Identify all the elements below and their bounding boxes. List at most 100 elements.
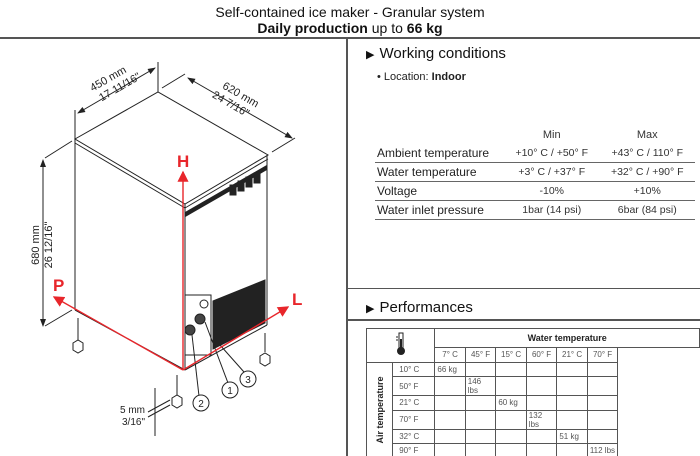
performance-cell: 146 lbs bbox=[464, 376, 497, 396]
subtitle-value: 66 kg bbox=[406, 20, 443, 36]
column-divider bbox=[346, 37, 348, 456]
performance-cell: 66 kg bbox=[434, 361, 466, 377]
performances-top-rule bbox=[347, 288, 700, 289]
foot-nut-icon bbox=[259, 352, 271, 367]
vent-grille-top bbox=[185, 165, 267, 217]
working-conditions-title: ▶Working conditions bbox=[366, 45, 506, 62]
performance-cell bbox=[525, 395, 558, 411]
performance-cell bbox=[525, 376, 558, 396]
working-conditions-label: Working conditions bbox=[379, 45, 506, 62]
water-inlet-connector bbox=[184, 324, 196, 336]
performance-cell bbox=[525, 428, 558, 444]
performance-cell bbox=[586, 395, 619, 411]
callout-1-label: 1 bbox=[227, 386, 233, 397]
foot-nut-icon bbox=[171, 394, 183, 409]
performance-cell: 132 lbs bbox=[525, 409, 558, 430]
water-col: 70° F bbox=[586, 347, 619, 363]
row-min: +10° C / +50° F bbox=[504, 144, 600, 163]
triangle-bullet-icon: ▶ bbox=[366, 303, 375, 315]
location-value: Indoor bbox=[431, 71, 466, 83]
water-col: 60° F bbox=[525, 347, 558, 363]
performance-cell bbox=[464, 409, 497, 430]
col-min: Min bbox=[542, 129, 561, 141]
row-max: +32° C / +90° F bbox=[599, 162, 695, 182]
thermometer-icon bbox=[395, 332, 405, 356]
performances-label: Performances bbox=[379, 299, 473, 316]
row-min: +3° C / +37° F bbox=[504, 162, 600, 182]
axis-h-label: H bbox=[177, 152, 189, 171]
callout-2 bbox=[192, 394, 210, 412]
performance-cell bbox=[495, 361, 527, 377]
performance-cell bbox=[556, 361, 588, 377]
performance-cell bbox=[556, 409, 588, 430]
performance-cell bbox=[434, 376, 466, 396]
performance-table: Water temperature 7° C 45° F 15° C 60° F… bbox=[365, 328, 700, 456]
axis-p-label: P bbox=[53, 276, 64, 295]
water-col: 45° F bbox=[464, 347, 497, 363]
water-col: 7° C bbox=[434, 347, 466, 363]
foot-nut-icon bbox=[72, 339, 84, 354]
callout-1 bbox=[221, 381, 239, 399]
callout-3 bbox=[239, 370, 257, 388]
page-subtitle: Daily production up to 66 kg bbox=[0, 20, 700, 36]
performance-cell bbox=[556, 395, 588, 411]
water-col: 15° C bbox=[495, 347, 527, 363]
location-line: • Location: Indoor bbox=[377, 71, 466, 83]
performance-cell bbox=[464, 443, 497, 456]
performance-cell bbox=[495, 376, 527, 396]
performance-cell bbox=[586, 376, 619, 396]
thermometer-cell bbox=[365, 328, 436, 363]
drain-connector bbox=[194, 313, 206, 325]
feet-in: 3/16" bbox=[122, 417, 145, 428]
axis-l-label: L bbox=[292, 290, 302, 309]
axes bbox=[52, 170, 290, 371]
performances-bottom-rule bbox=[347, 319, 700, 321]
performance-cell bbox=[525, 443, 558, 456]
vent-grille-bottom bbox=[212, 279, 266, 350]
row-max: +10% bbox=[599, 181, 695, 201]
ice-maker-drawing: H P L 450 mm 17 11/16" 620 mm 24 7/16" 6… bbox=[30, 62, 302, 436]
performance-cell bbox=[495, 443, 527, 456]
axis-l-line bbox=[182, 306, 290, 371]
table-row: 50° F 146 lbs bbox=[367, 376, 700, 396]
performance-cell bbox=[434, 409, 466, 430]
location-label: Location: bbox=[383, 71, 429, 83]
table-row: Ambient temperature+10° C / +50° F+43° C… bbox=[375, 144, 695, 163]
performance-cell bbox=[495, 409, 527, 430]
callout-2-label: 2 bbox=[198, 399, 204, 410]
row-label: Ambient temperature bbox=[375, 144, 504, 163]
bullet-icon: • bbox=[377, 71, 381, 83]
air-row-label: 50° F bbox=[392, 376, 436, 396]
row-label: Water inlet pressure bbox=[375, 200, 504, 220]
performance-cell bbox=[464, 395, 497, 411]
performance-cell bbox=[556, 376, 588, 396]
height-mm: 680 mm bbox=[30, 225, 42, 265]
air-temperature-header: Air temperature bbox=[365, 361, 394, 456]
air-row-label: 21° C bbox=[392, 395, 436, 411]
performance-cell: 112 lbs bbox=[586, 443, 619, 456]
air-row-label: 32° C bbox=[392, 428, 436, 444]
performance-cell bbox=[556, 443, 588, 456]
air-temperature-label: Air temperature bbox=[374, 376, 385, 444]
page-title: Self-contained ice maker - Granular syst… bbox=[215, 4, 485, 20]
row-label: Water temperature bbox=[375, 162, 504, 182]
subtitle-mid: up to bbox=[367, 20, 407, 36]
performance-cell bbox=[464, 428, 497, 444]
performance-cell bbox=[586, 428, 619, 444]
row-min: 1bar (14 psi) bbox=[504, 200, 600, 220]
performance-cell bbox=[434, 395, 466, 411]
table-row: Water temperature+3° C / +37° F+32° C / … bbox=[375, 162, 695, 182]
performance-cell bbox=[586, 409, 619, 430]
performance-cell bbox=[434, 443, 466, 456]
air-row-label: 70° F bbox=[392, 409, 436, 430]
performance-cell bbox=[434, 428, 466, 444]
water-col: 21° C bbox=[556, 347, 588, 363]
height-in: 26 12/16" bbox=[43, 222, 55, 269]
power-connector bbox=[199, 299, 209, 309]
